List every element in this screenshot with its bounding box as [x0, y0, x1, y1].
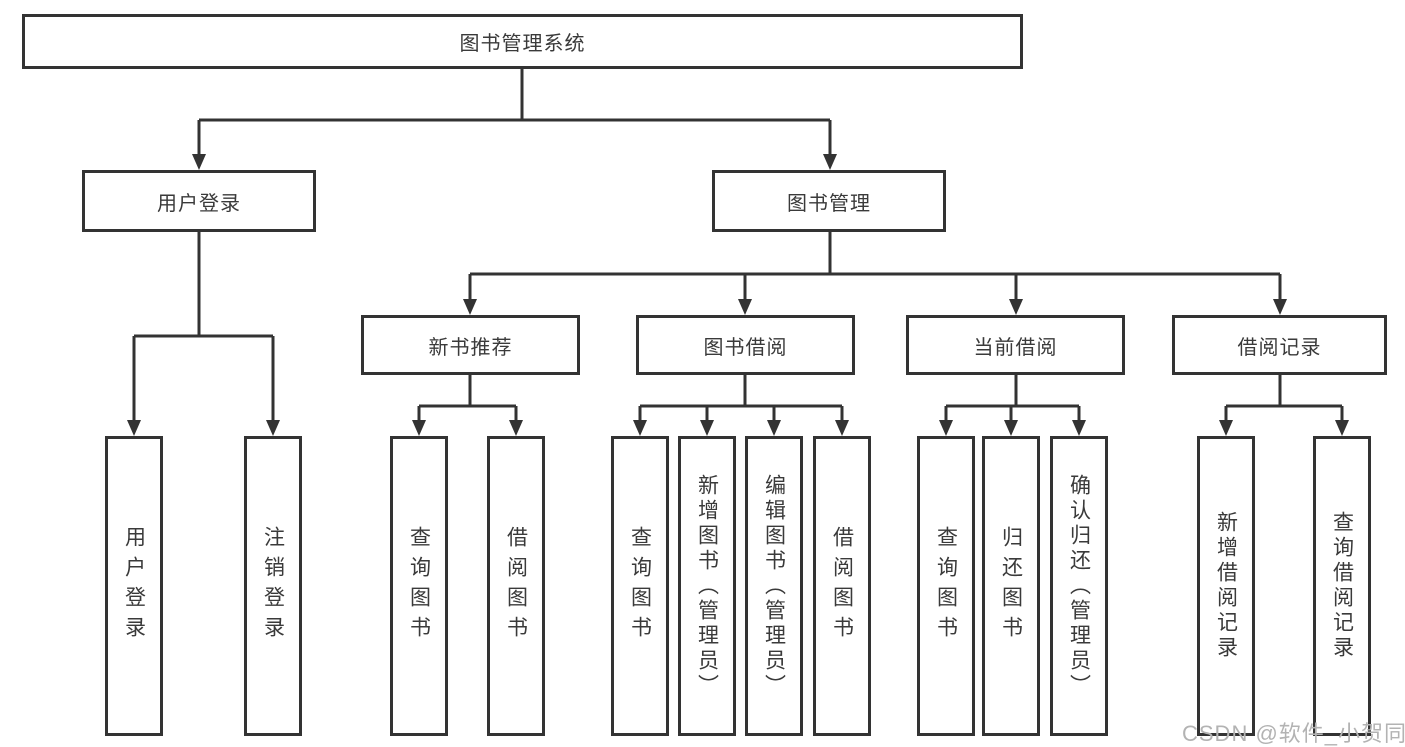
leaf-logout: 注销登录 — [244, 436, 302, 736]
csdn-watermark: CSDN @软件_小贺同学 — [1182, 721, 1405, 746]
node-current-borrow: 当前借阅 — [906, 315, 1125, 375]
connector-book-management-to-level3 — [468, 232, 1282, 301]
arrowheads-user-login-group — [127, 420, 280, 436]
leaf-borrow-books-recommend: 借阅图书 — [487, 436, 545, 736]
connector-root-to-level2 — [197, 69, 832, 156]
arrowheads-book-borrow-group — [633, 420, 849, 436]
arrowheads-current-borrow-group — [939, 420, 1086, 436]
leaf-edit-books-admin: 编辑图书（管理员） — [745, 436, 803, 736]
leaf-query-borrow-record: 查询借阅记录 — [1313, 436, 1371, 736]
leaf-add-books-admin: 新增图书（管理员） — [678, 436, 736, 736]
connector-borrow-records-group — [1224, 375, 1344, 422]
leaf-confirm-return-admin: 确认归还（管理员） — [1050, 436, 1108, 736]
node-borrow-records: 借阅记录 — [1172, 315, 1387, 375]
arrowheads-borrow-records-group — [1219, 420, 1349, 436]
leaf-borrow-books: 借阅图书 — [813, 436, 871, 736]
node-root-library-system: 图书管理系统 — [22, 14, 1023, 69]
node-user-login: 用户登录 — [82, 170, 316, 232]
leaf-query-books-borrow: 查询图书 — [611, 436, 669, 736]
leaf-add-borrow-record: 新增借阅记录 — [1197, 436, 1255, 736]
leaf-user-login: 用户登录 — [105, 436, 163, 736]
connector-current-borrow-group — [944, 375, 1081, 422]
connector-user-login-group — [132, 232, 275, 422]
connector-new-book-group — [417, 375, 518, 422]
leaf-query-books-current: 查询图书 — [917, 436, 975, 736]
connector-book-borrow-group — [638, 375, 844, 422]
arrowheads-new-book-group — [412, 420, 523, 436]
node-new-book-recommend: 新书推荐 — [361, 315, 580, 375]
arrowheads-level3 — [463, 299, 1287, 315]
arrowheads-level2 — [192, 154, 837, 170]
leaf-return-books: 归还图书 — [982, 436, 1040, 736]
node-book-management: 图书管理 — [712, 170, 946, 232]
node-book-borrow: 图书借阅 — [636, 315, 855, 375]
leaf-query-books-recommend: 查询图书 — [390, 436, 448, 736]
